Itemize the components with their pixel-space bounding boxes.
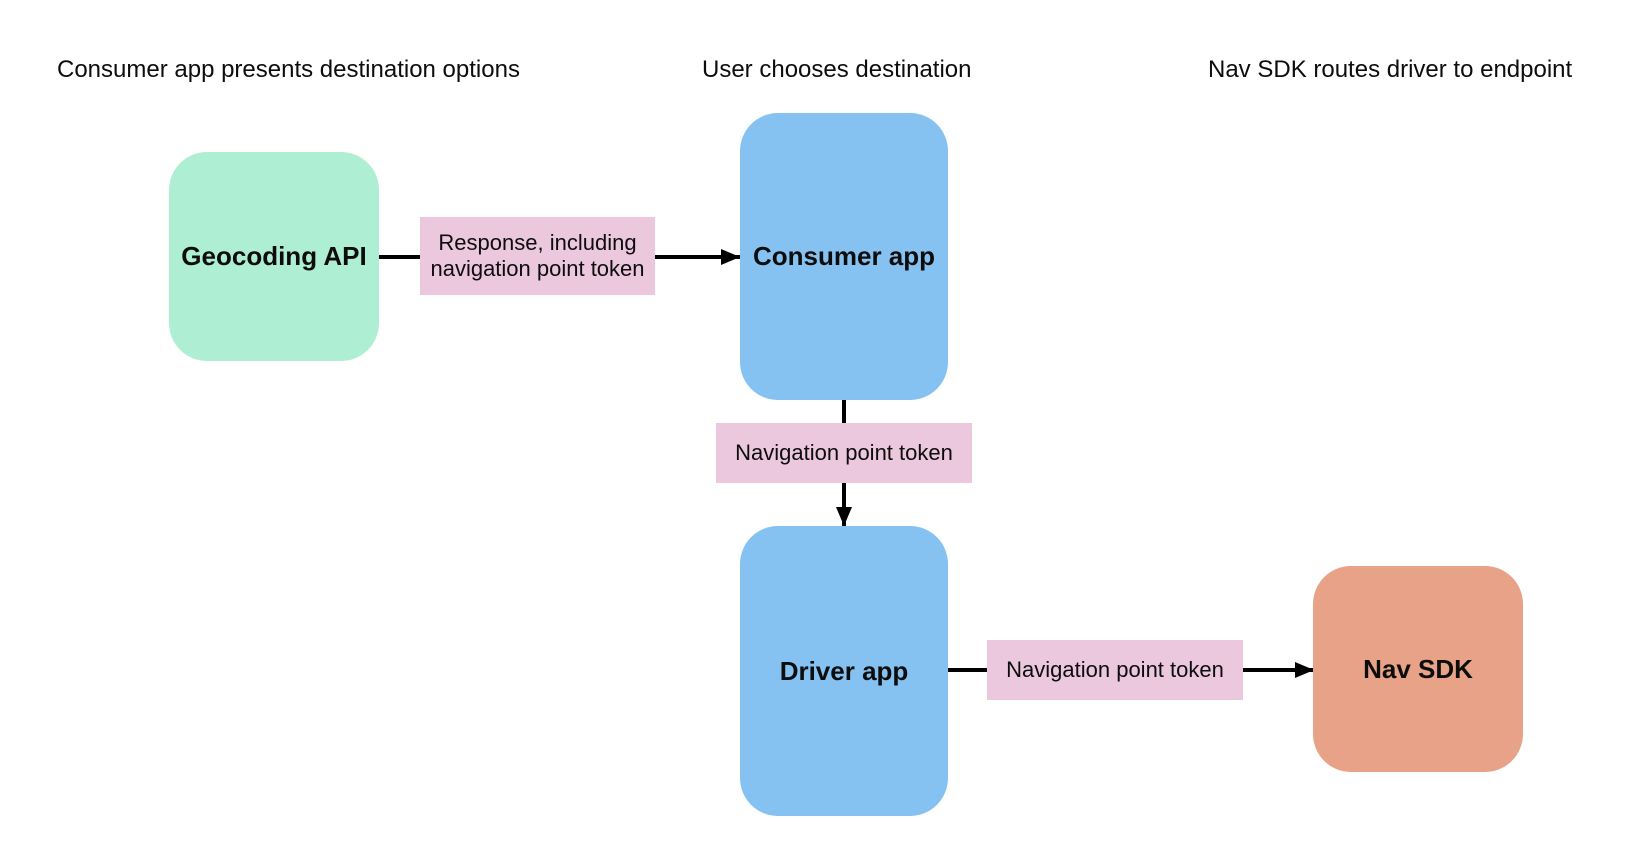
stage-caption-user-chooses: User chooses destination: [702, 56, 972, 83]
node-consumer-app-label: Consumer app: [752, 241, 936, 271]
stage-caption-navsdk-routes: Nav SDK routes driver to endpoint: [1208, 56, 1573, 83]
stage-caption-consumer-presents: Consumer app presents destination option…: [57, 56, 520, 83]
node-geocoding-api: Geocoding API: [169, 152, 379, 361]
node-consumer-app: Consumer app: [740, 113, 948, 400]
edge-label-token-consumer-to-driver: Navigation point token: [716, 423, 972, 483]
node-nav-sdk: Nav SDK: [1313, 566, 1523, 772]
node-driver-app-label: Driver app: [779, 655, 909, 686]
node-driver-app: Driver app: [740, 526, 948, 816]
edge-label-token-driver-to-navsdk: Navigation point token: [987, 640, 1243, 700]
node-nav-sdk-label: Nav SDK: [1363, 653, 1473, 684]
node-geocoding-api-label: Geocoding API: [181, 241, 367, 271]
edge-label-response-including-token: Response, including navigation point tok…: [420, 217, 655, 295]
